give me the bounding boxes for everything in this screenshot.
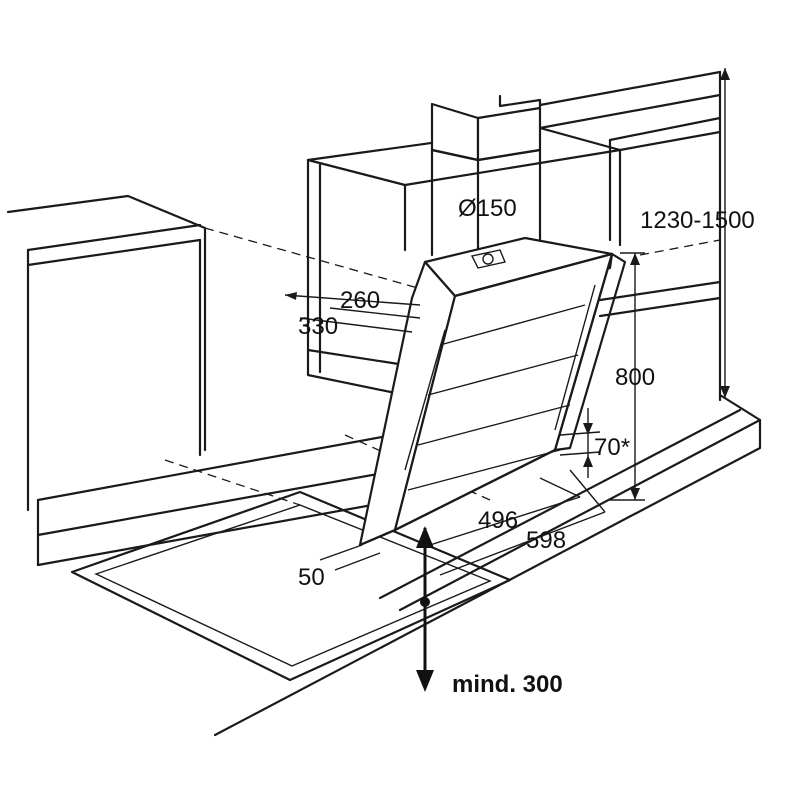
label-min-clearance: mind. 300: [452, 671, 563, 698]
label-hood-height: 800: [615, 364, 655, 391]
chimney-duct: [430, 94, 542, 257]
left-wall-cabinet: [6, 194, 426, 512]
label-depth-inner: 260: [340, 287, 380, 314]
dimension-labels: Ø150 1230-1500 260 330 800 70* 496 598 5…: [298, 195, 755, 698]
dimension-lines: [284, 68, 730, 692]
hood-panel: [358, 252, 627, 547]
label-width-inner: 496: [478, 507, 518, 534]
label-depth-outer: 330: [298, 313, 338, 340]
label-offset: 70*: [594, 434, 630, 461]
label-duct-diameter: Ø150: [458, 195, 517, 222]
label-width-outer: 598: [526, 527, 566, 554]
label-side-gap: 50: [298, 564, 325, 591]
label-total-height: 1230-1500: [640, 207, 755, 234]
